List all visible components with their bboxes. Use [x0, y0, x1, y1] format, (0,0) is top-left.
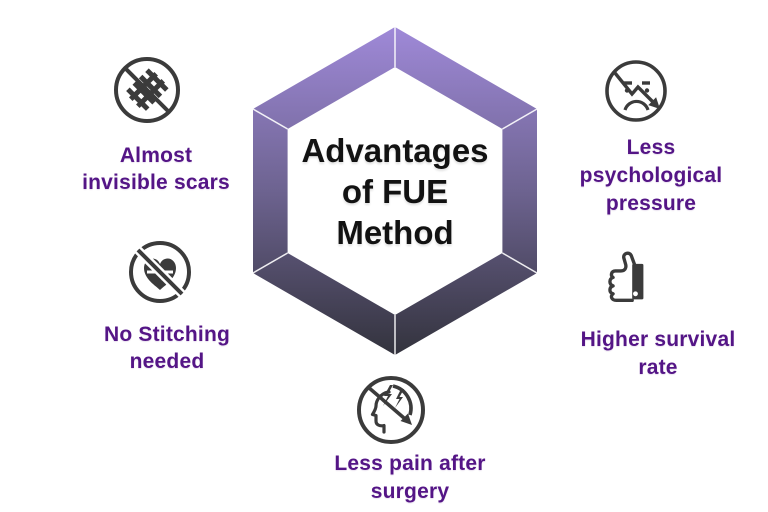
label-line: surgery	[370, 480, 450, 503]
label-less-pressure: Less psychological pressure	[531, 134, 768, 218]
less-pain-icon	[357, 376, 425, 444]
thumbs-up-icon	[608, 251, 644, 303]
label-line: rate	[638, 356, 678, 379]
label-line: needed	[129, 350, 205, 373]
label-line: invisible scars	[82, 171, 230, 194]
label-line: No Stitching	[103, 323, 231, 346]
label-line: Higher survival	[580, 328, 736, 351]
label-less-pain: Less pain after surgery	[290, 450, 530, 506]
hexagon-ring	[252, 27, 538, 355]
label-line: psychological	[579, 164, 723, 187]
label-line: Less	[626, 136, 676, 159]
no-stitching-icon	[129, 241, 191, 303]
label-higher-survival: Higher survival rate	[538, 326, 768, 382]
label-line: pressure	[605, 192, 697, 215]
label-no-stitching: No Stitching needed	[47, 321, 287, 375]
title-line: Method	[336, 214, 454, 251]
label-line: Less pain after	[334, 452, 486, 475]
label-invisible-scars: Almost invisible scars	[36, 142, 276, 196]
label-line: Almost	[119, 144, 193, 167]
no-scars-icon	[114, 57, 180, 123]
hexagon-title: Advantages of FUE Method	[245, 130, 545, 253]
title-line: Advantages	[301, 132, 489, 169]
less-psychological-pressure-icon	[605, 60, 667, 122]
title-line: of FUE	[341, 173, 449, 210]
